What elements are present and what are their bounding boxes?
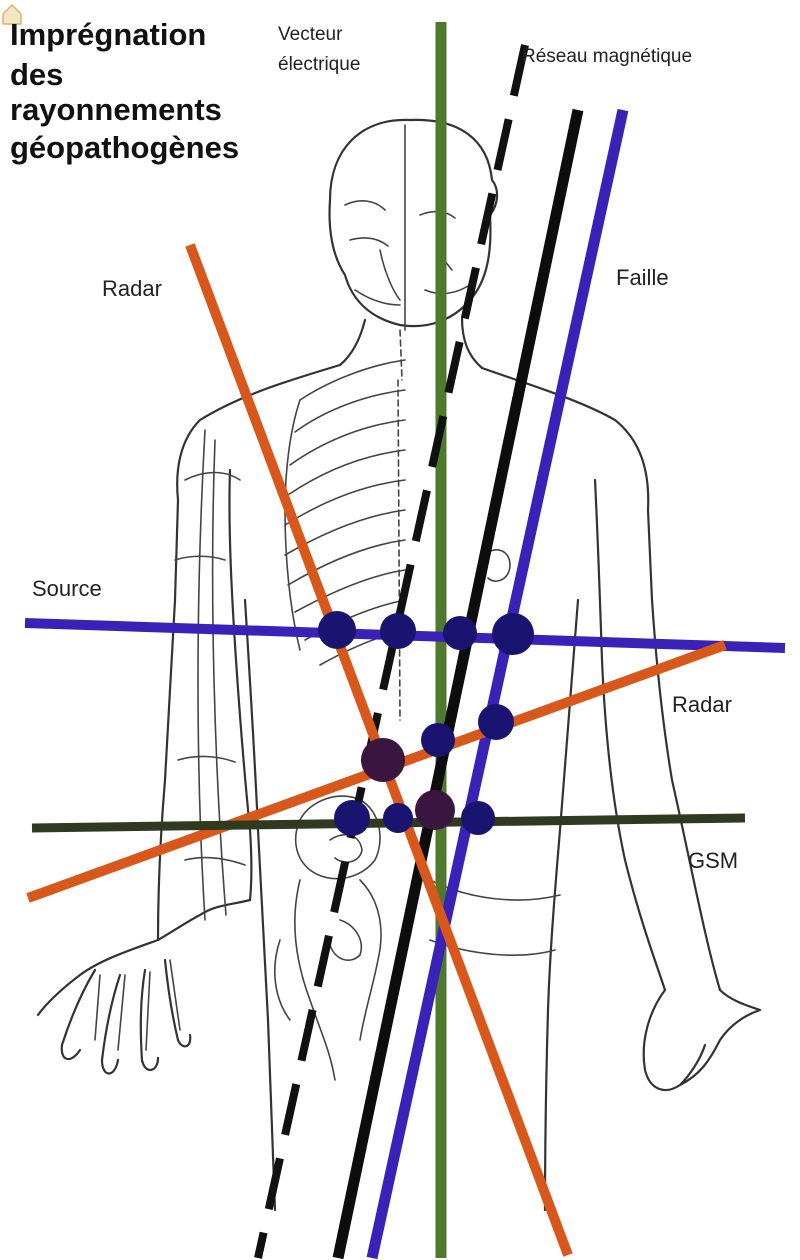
label-vecteur-line1: Vecteur bbox=[278, 24, 343, 45]
node bbox=[421, 723, 455, 757]
body-figure bbox=[36, 118, 762, 1212]
heart bbox=[484, 549, 511, 582]
title-line-3: rayonnements bbox=[10, 92, 222, 127]
label-reseau-magnetique: Réseau magnétique bbox=[522, 46, 692, 67]
label-vecteur-line2: électrique bbox=[278, 54, 360, 75]
label-faille: Faille bbox=[616, 265, 669, 290]
title-line-4: géopathogènes bbox=[10, 130, 239, 165]
right-hand bbox=[642, 988, 762, 1092]
title-line-2: des bbox=[10, 57, 63, 92]
node bbox=[380, 613, 416, 649]
house-icon bbox=[2, 3, 22, 25]
title-line-1: Imprégnation bbox=[10, 17, 206, 52]
node bbox=[478, 704, 514, 740]
faille-blue-line bbox=[366, 108, 629, 1260]
arm-bones bbox=[94, 429, 246, 1051]
reseau-magnetique-line bbox=[254, 44, 529, 1259]
faille-black-line bbox=[332, 108, 584, 1260]
torso-outline bbox=[156, 363, 722, 992]
intersection-nodes bbox=[318, 611, 534, 836]
label-gsm: GSM bbox=[688, 848, 738, 873]
label-radar-top: Radar bbox=[102, 276, 162, 301]
left-hand bbox=[36, 898, 252, 1075]
node bbox=[461, 801, 495, 835]
node bbox=[318, 611, 356, 649]
node bbox=[383, 803, 413, 833]
label-radar-right: Radar bbox=[672, 692, 732, 717]
node bbox=[361, 738, 405, 782]
node bbox=[334, 800, 370, 836]
title-block: Imprégnation des rayonnements géopathogè… bbox=[10, 17, 239, 165]
node bbox=[443, 616, 477, 650]
pelvis-organs bbox=[274, 795, 561, 1081]
node bbox=[492, 613, 534, 655]
node bbox=[415, 790, 455, 830]
label-source: Source bbox=[32, 576, 102, 601]
